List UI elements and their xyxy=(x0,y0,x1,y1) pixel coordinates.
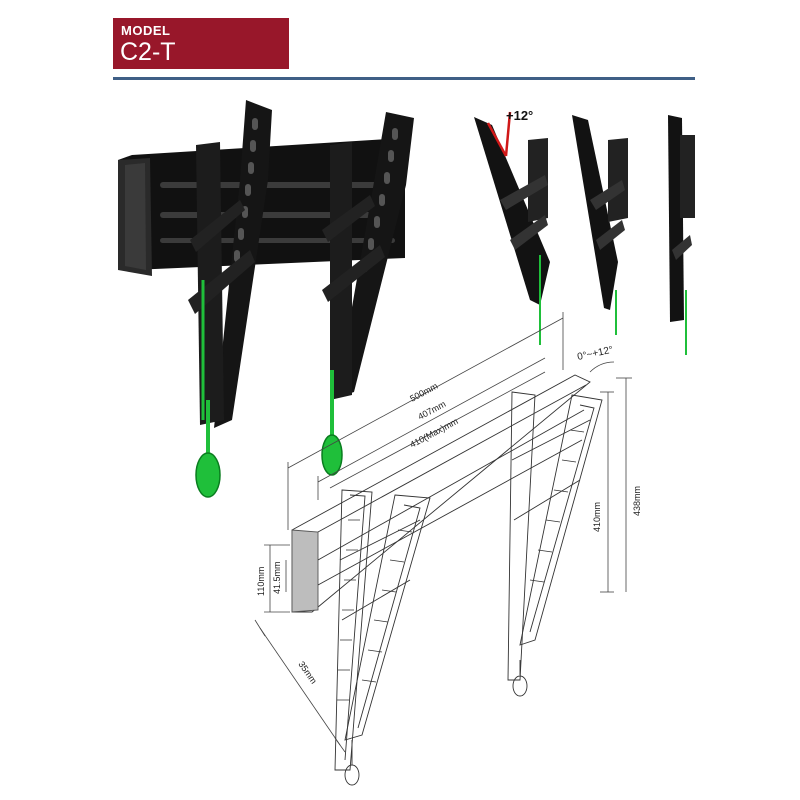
left-pull-tab xyxy=(195,452,221,498)
dim-width-mid: 407mm xyxy=(416,399,447,422)
dim-depth: 35mm xyxy=(296,659,319,685)
dimension-labels: 500mm 407mm 410(Max)mm 0°~+12° 410mm 438… xyxy=(256,345,642,686)
dim-height-rail: 410mm xyxy=(592,502,602,532)
tilt-label: +12° xyxy=(506,108,533,123)
model-label: MODEL xyxy=(121,23,171,38)
dim-height-total: 438mm xyxy=(632,486,642,516)
right-pull-tab xyxy=(321,434,343,476)
model-value: C2-T xyxy=(120,38,176,66)
dim-width-outer: 500mm xyxy=(408,381,439,404)
mount-photo xyxy=(118,100,414,498)
side-view-flat xyxy=(668,115,695,355)
header-rule xyxy=(113,77,695,80)
dim-tilt-range: 0°~+12° xyxy=(576,345,614,363)
model-box: MODEL C2-T xyxy=(113,18,289,69)
dim-plate-height: 110mm xyxy=(256,567,266,596)
technical-drawing xyxy=(291,374,603,786)
side-view-tilted: +12° xyxy=(474,108,550,345)
dimension-lines xyxy=(254,312,632,753)
side-view-mid xyxy=(572,115,628,335)
dim-plate-inner: 41.5mm xyxy=(272,561,282,594)
dim-width-max: 410(Max)mm xyxy=(408,416,460,450)
